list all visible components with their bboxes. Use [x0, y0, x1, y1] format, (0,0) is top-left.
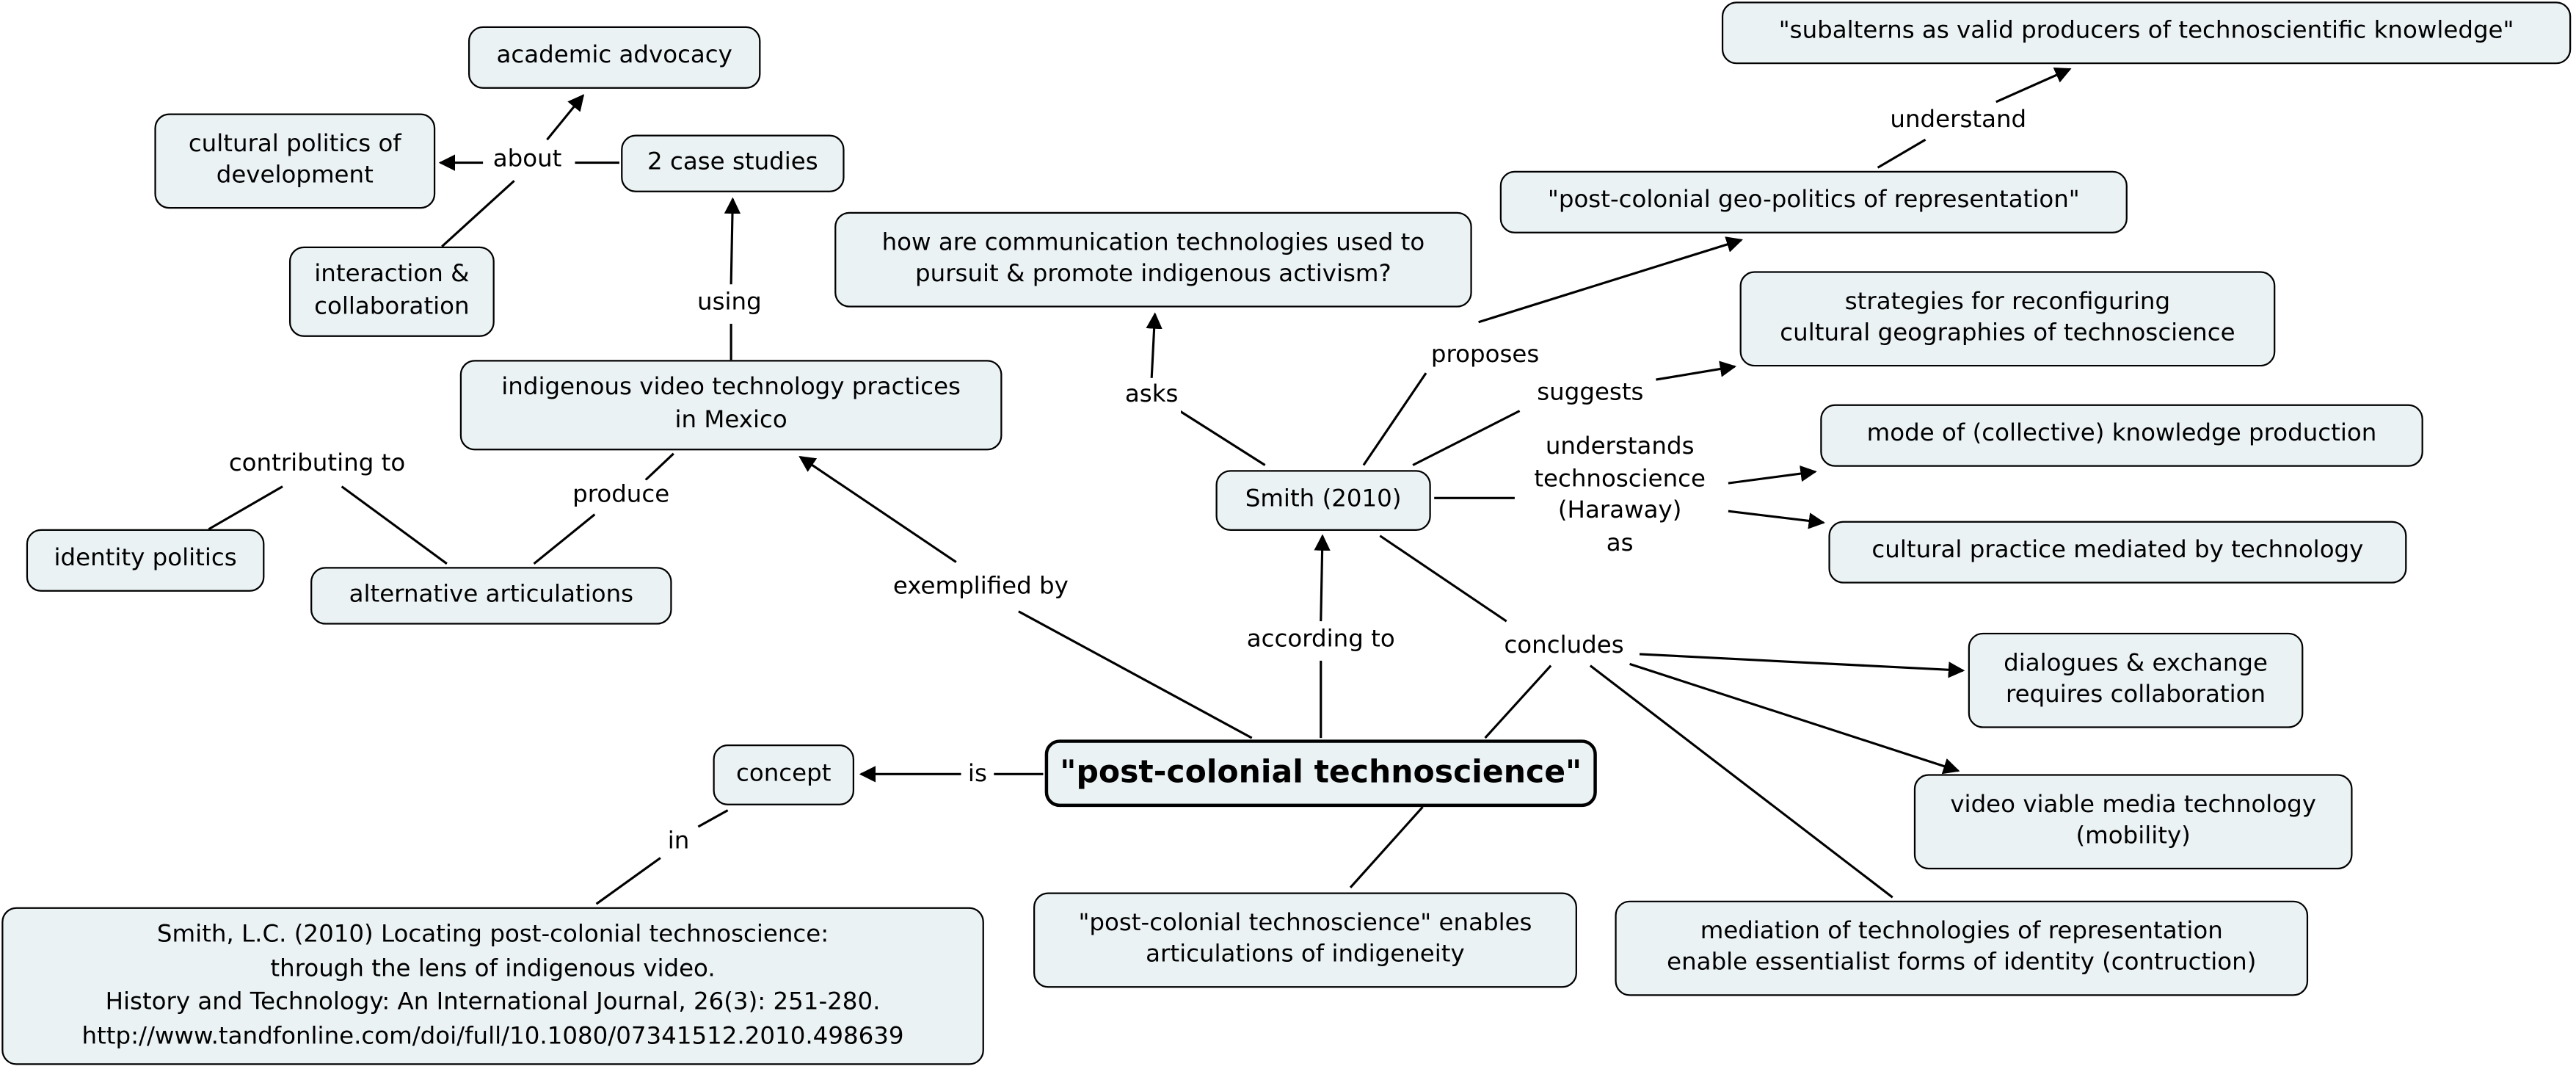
- link-using: using: [694, 288, 765, 320]
- edge-proposes-geopolitics: [1478, 236, 1743, 324]
- node-video-viable[interactable]: video viable media technology (mobility): [1913, 774, 2353, 870]
- edge-in-reference: [595, 857, 661, 905]
- edge-produce-alt: [533, 513, 596, 565]
- link-proposes: proposes: [1427, 340, 1543, 373]
- edge-about-interaction: [441, 180, 515, 247]
- edge-asks-question: [1146, 312, 1163, 378]
- edge-concludes-video: [1629, 662, 1960, 775]
- link-according-to: according to: [1243, 625, 1399, 657]
- node-cultural-practice[interactable]: cultural practice mediated by technology: [1828, 521, 2407, 584]
- edge-according-smith: [1314, 534, 1331, 622]
- link-is: is: [964, 759, 991, 792]
- link-about: about: [490, 145, 565, 178]
- edge-about-academic: [546, 94, 585, 141]
- node-academic-advocacy[interactable]: academic advocacy: [467, 26, 761, 89]
- link-in: in: [664, 827, 693, 860]
- edge-concludes-dialogues: [1639, 653, 1965, 678]
- node-strategies[interactable]: strategies for reconfiguring cultural ge…: [1739, 271, 2276, 367]
- edge-main-exemplified: [1018, 610, 1253, 739]
- edge-main-enables: [1349, 806, 1424, 888]
- edge-smith-asks: [1179, 410, 1266, 466]
- link-understand: understand: [1886, 105, 2030, 138]
- node-smith-2010[interactable]: Smith (2010): [1215, 470, 1431, 532]
- edge-alt-contributing: [341, 485, 448, 565]
- edge-understands-practice: [1728, 510, 1825, 529]
- node-geopolitics[interactable]: "post-colonial geo-politics of represent…: [1499, 170, 2128, 233]
- edge-understand-subalterns: [1995, 67, 2072, 104]
- node-alternative-articulations[interactable]: alternative articulations: [310, 567, 672, 625]
- node-dialogues[interactable]: dialogues & exchange requires collaborat…: [1968, 632, 2304, 728]
- node-question[interactable]: how are communication technologies used …: [834, 211, 1472, 308]
- edge-video-produce: [644, 452, 674, 481]
- edge-geopolitics-understand: [1877, 138, 1926, 169]
- edge-understands-mode: [1728, 465, 1817, 485]
- edge-suggests-strategies: [1656, 360, 1737, 381]
- node-case-studies[interactable]: 2 case studies: [621, 134, 845, 192]
- edge-smith-concludes: [1379, 534, 1507, 623]
- link-understands: understands technoscience (Haraway) as: [1530, 432, 1709, 561]
- node-indigenous-video[interactable]: indigenous video technology practices in…: [459, 360, 1003, 451]
- link-produce: produce: [569, 480, 673, 512]
- node-cultural-politics[interactable]: cultural politics of development: [154, 113, 436, 209]
- node-post-colonial-technoscience[interactable]: "post-colonial technoscience": [1044, 739, 1597, 808]
- link-concludes: concludes: [1500, 631, 1628, 664]
- link-exemplified-by: exemplified by: [889, 572, 1072, 605]
- node-reference[interactable]: Smith, L.C. (2010) Locating post-colonia…: [1, 907, 984, 1065]
- link-asks: asks: [1121, 380, 1182, 413]
- edge-concept-in: [697, 809, 729, 828]
- edge-concludes-mediation: [1589, 664, 1893, 899]
- node-mediation[interactable]: mediation of technologies of representat…: [1615, 900, 2309, 996]
- node-mode-knowledge[interactable]: mode of (collective) knowledge productio…: [1820, 404, 2423, 467]
- edge-contributing-identity: [208, 485, 283, 531]
- node-enables-articulations[interactable]: "post-colonial technoscience" enables ar…: [1033, 892, 1577, 988]
- node-interaction[interactable]: interaction & collaboration: [288, 246, 495, 337]
- edge-main-concludes: [1484, 664, 1552, 739]
- node-concept[interactable]: concept: [713, 744, 855, 805]
- edge-exemplified-video: [798, 456, 957, 563]
- link-suggests: suggests: [1533, 378, 1647, 411]
- edge-smith-proposes: [1362, 372, 1427, 466]
- edge-smith-suggests: [1412, 410, 1521, 466]
- node-identity-politics[interactable]: identity politics: [26, 529, 265, 592]
- edge-using-casestudies: [724, 197, 741, 285]
- link-contributing-to: contributing to: [225, 449, 409, 482]
- node-subalterns[interactable]: "subalterns as valid producers of techno…: [1721, 1, 2572, 65]
